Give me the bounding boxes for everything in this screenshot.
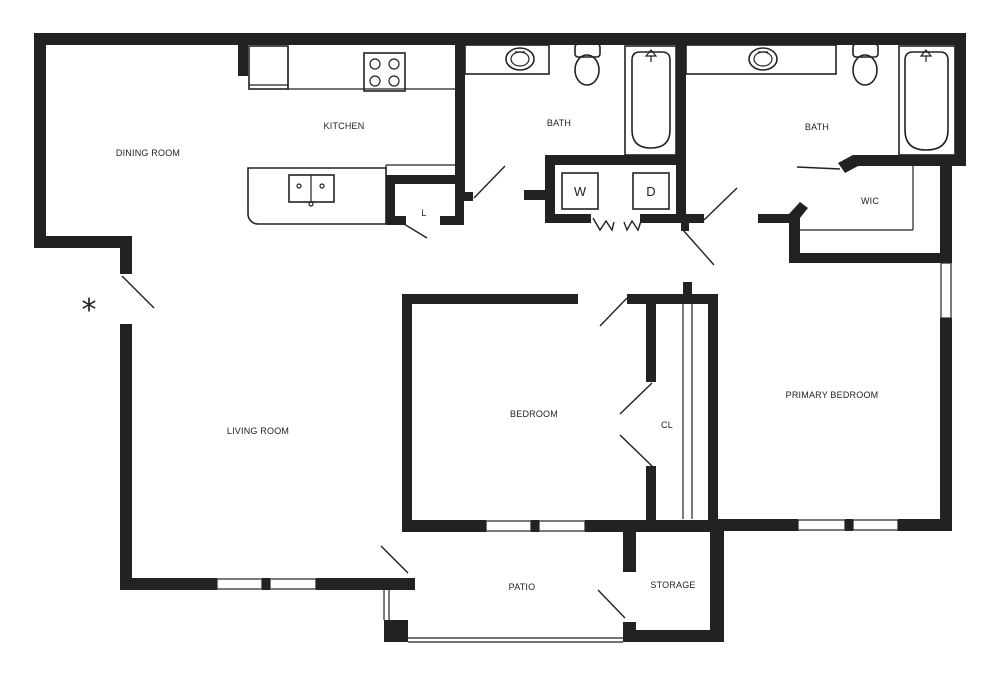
room-label-bath1: BATH	[547, 118, 571, 128]
range	[363, 52, 406, 92]
room-label-closet: CL	[661, 420, 673, 430]
bath2-sink	[748, 47, 778, 71]
laundry: W D	[561, 172, 670, 210]
bath1-toilet	[574, 43, 601, 58]
room-label-wic: WIC	[861, 196, 879, 206]
doors	[121, 165, 841, 619]
dryer-label: D	[646, 184, 655, 199]
dryer	[632, 172, 670, 210]
room-labels: DINING ROOM KITCHEN BATH BATH WIC L LIVI…	[116, 118, 879, 592]
room-label-linen: L	[421, 208, 426, 218]
bath2-toilet	[852, 43, 879, 58]
room-label-bedroom: BEDROOM	[510, 409, 558, 419]
bath2-tub	[898, 45, 956, 156]
kitchen-fixtures	[247, 45, 456, 225]
bath2-fixtures	[685, 43, 956, 156]
room-label-storage: STORAGE	[650, 580, 695, 590]
washer-label: W	[574, 184, 587, 199]
room-label-dining: DINING ROOM	[116, 148, 180, 158]
room-label-bath2: BATH	[805, 122, 829, 132]
washer	[561, 172, 599, 210]
room-label-primary: PRIMARY BEDROOM	[786, 390, 879, 400]
refrigerator	[248, 45, 289, 90]
room-label-kitchen: KITCHEN	[324, 121, 365, 131]
windows	[216, 262, 952, 590]
entry-marker: *	[82, 293, 97, 328]
bath1-fixtures	[464, 43, 677, 156]
bath1-tub	[624, 45, 677, 156]
bath1-sink	[505, 47, 535, 71]
room-label-patio: PATIO	[509, 582, 536, 592]
kitchen-island	[247, 167, 387, 225]
fine-lines	[383, 166, 914, 643]
walls	[34, 33, 966, 642]
room-label-living: LIVING ROOM	[227, 426, 289, 436]
